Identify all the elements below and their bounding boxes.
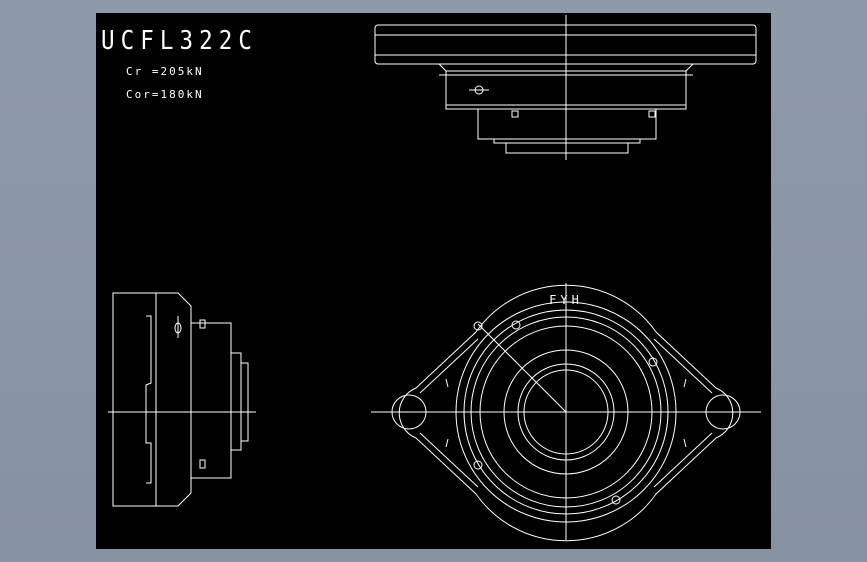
dynamic-load-rating: Cr =205kN — [126, 65, 204, 78]
top-view — [374, 15, 757, 160]
static-load-rating: Cor=180kN — [126, 88, 204, 101]
side-view — [108, 292, 256, 507]
front-view: FYH — [371, 283, 761, 542]
set-screw-icon — [473, 320, 658, 505]
model-title: UCFL322C — [101, 26, 258, 56]
cad-viewport[interactable]: UCFL322C Cr =205kN Cor=180kN — [96, 13, 771, 549]
brand-label: FYH — [549, 293, 583, 307]
right-bolt-hole — [705, 394, 741, 430]
bearing-drawing: UCFL322C Cr =205kN Cor=180kN — [101, 15, 761, 542]
left-bolt-hole — [391, 394, 427, 430]
